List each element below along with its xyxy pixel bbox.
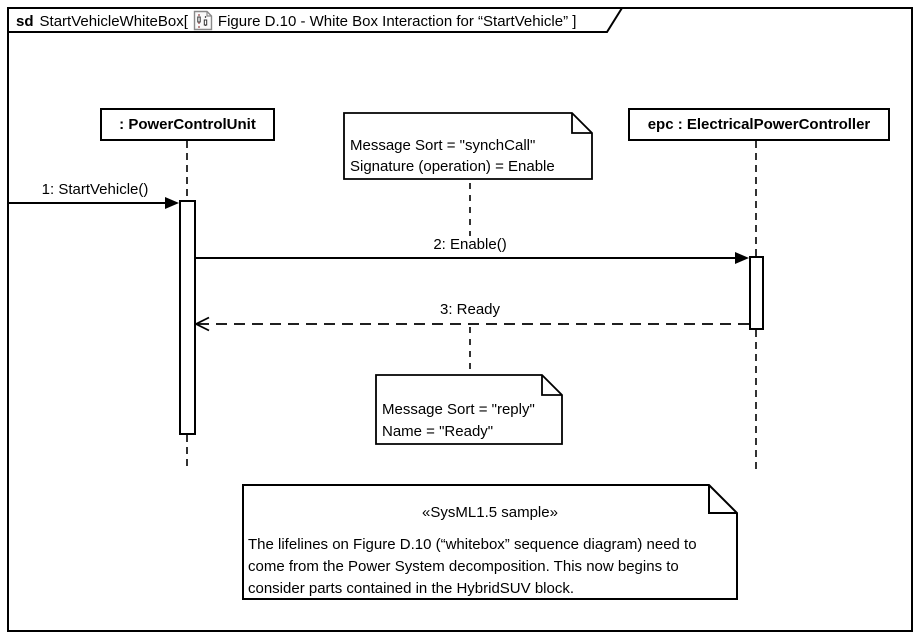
frame-title-rest: Figure D.10 - White Box Interaction for … bbox=[217, 12, 577, 30]
note-stereotype: «SysML1.5 sample» bbox=[422, 504, 558, 521]
note-synchcall: Message Sort = "synchCall" Signature (op… bbox=[343, 112, 593, 180]
note-sysml-sample: «SysML1.5 sample» The lifelines on Figur… bbox=[242, 484, 738, 600]
lifeline-label: : PowerControlUnit bbox=[119, 116, 256, 133]
note-line: Signature (operation) = Enable bbox=[350, 158, 555, 175]
activation-bar-electricalpowercontroller bbox=[749, 256, 764, 330]
lifeline-head-electricalpowercontroller: epc : ElectricalPowerController bbox=[628, 108, 890, 141]
note-line: consider parts contained in the HybridSU… bbox=[248, 580, 575, 597]
sequence-diagram-icon bbox=[193, 10, 213, 35]
note-shape bbox=[242, 484, 738, 600]
activation-bar-powercontrolunit bbox=[179, 200, 196, 435]
lifeline-label: epc : ElectricalPowerController bbox=[647, 116, 871, 133]
frame-keyword: sd bbox=[16, 12, 34, 30]
note-line: Message Sort = "reply" bbox=[382, 401, 535, 418]
message-2-label: 2: Enable() bbox=[430, 236, 510, 253]
frame-title-name: StartVehicleWhiteBox[ bbox=[39, 12, 188, 30]
note-shape bbox=[375, 374, 563, 445]
note-reply: Message Sort = "reply" Name = "Ready" bbox=[375, 374, 563, 445]
note-line: The lifelines on Figure D.10 (“whitebox”… bbox=[248, 536, 697, 553]
frame-title: sd StartVehicleWhiteBox[ Figure D.10 - W… bbox=[16, 10, 577, 31]
message-1-label: 1: StartVehicle() bbox=[38, 181, 152, 198]
note-line: come from the Power System decomposition… bbox=[248, 558, 679, 575]
message-3-label: 3: Ready bbox=[436, 301, 504, 318]
note-shape bbox=[343, 112, 593, 180]
lifeline-head-powercontrolunit: : PowerControlUnit bbox=[100, 108, 275, 141]
note-line: Message Sort = "synchCall" bbox=[350, 137, 536, 154]
note-line: Name = "Ready" bbox=[382, 423, 494, 440]
